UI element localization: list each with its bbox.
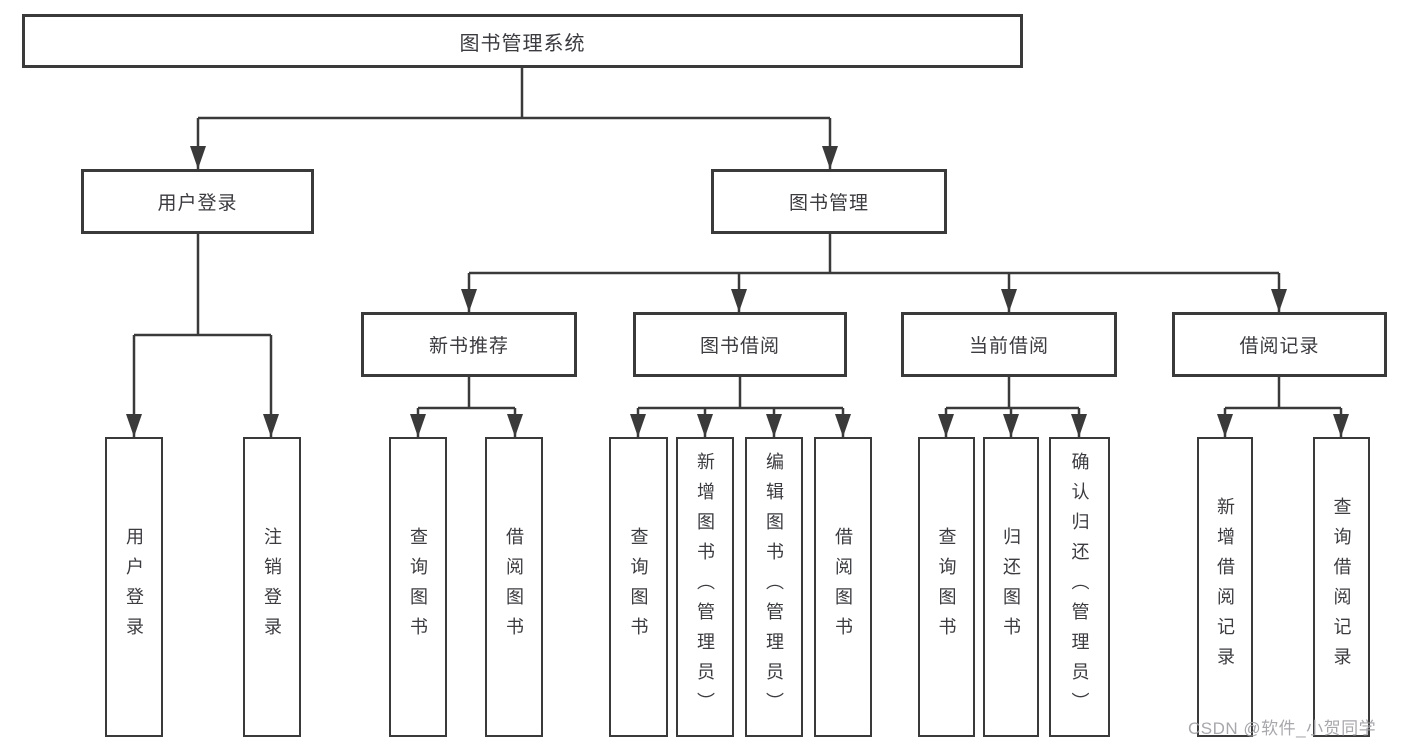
leaf-user-login: 用户登录	[105, 437, 163, 737]
leaf-query-book-current: 查询图书	[918, 437, 975, 737]
leaf-borrow-book-recommend: 借阅图书	[485, 437, 543, 737]
node-user-login: 用户登录	[81, 169, 314, 234]
leaf-borrow-book: 借阅图书	[814, 437, 872, 737]
node-label: 查询图书	[408, 527, 428, 647]
node-label: 注销登录	[262, 527, 282, 647]
node-label: 借阅图书	[504, 527, 524, 647]
node-label: 新增借阅记录	[1215, 497, 1235, 677]
watermark: CSDN @软件_小贺同学	[1188, 719, 1377, 738]
node-label: 新书推荐	[428, 336, 509, 357]
node-label: 查询图书	[628, 527, 649, 647]
node-label: 查询借阅记录	[1331, 497, 1352, 677]
node-label: 查询图书	[936, 527, 957, 647]
leaf-query-book-recommend: 查询图书	[389, 437, 447, 737]
leaf-edit-book-admin: 编辑图书（管理员）	[745, 437, 803, 737]
node-borrow-records: 借阅记录	[1172, 312, 1387, 377]
leaf-confirm-return-admin: 确认归还（管理员）	[1049, 437, 1110, 737]
leaf-logout: 注销登录	[243, 437, 301, 737]
node-library-system: 图书管理系统	[22, 14, 1023, 68]
node-label: 归还图书	[1001, 527, 1021, 647]
node-label: 新增图书（管理员）	[695, 452, 715, 722]
node-label: 图书管理系统	[459, 32, 586, 55]
node-label: 图书借阅	[699, 336, 780, 357]
node-label: 用户登录	[124, 527, 144, 647]
leaf-query-borrow-record: 查询借阅记录	[1313, 437, 1370, 737]
node-new-book-recommend: 新书推荐	[361, 312, 577, 377]
node-book-borrow: 图书借阅	[633, 312, 847, 377]
node-book-management: 图书管理	[711, 169, 947, 234]
leaf-add-book-admin: 新增图书（管理员）	[676, 437, 734, 737]
node-label: 确认归还（管理员）	[1069, 452, 1090, 722]
node-label: 用户登录	[157, 193, 238, 214]
node-label: 借阅图书	[833, 527, 853, 647]
leaf-query-book-borrow: 查询图书	[609, 437, 668, 737]
leaf-return-book: 归还图书	[983, 437, 1039, 737]
node-label: 图书管理	[788, 193, 869, 214]
node-label: 编辑图书（管理员）	[764, 452, 784, 722]
leaf-add-borrow-record: 新增借阅记录	[1197, 437, 1253, 737]
node-current-borrow: 当前借阅	[901, 312, 1117, 377]
node-label: 借阅记录	[1239, 336, 1320, 357]
node-label: 当前借阅	[968, 336, 1049, 357]
